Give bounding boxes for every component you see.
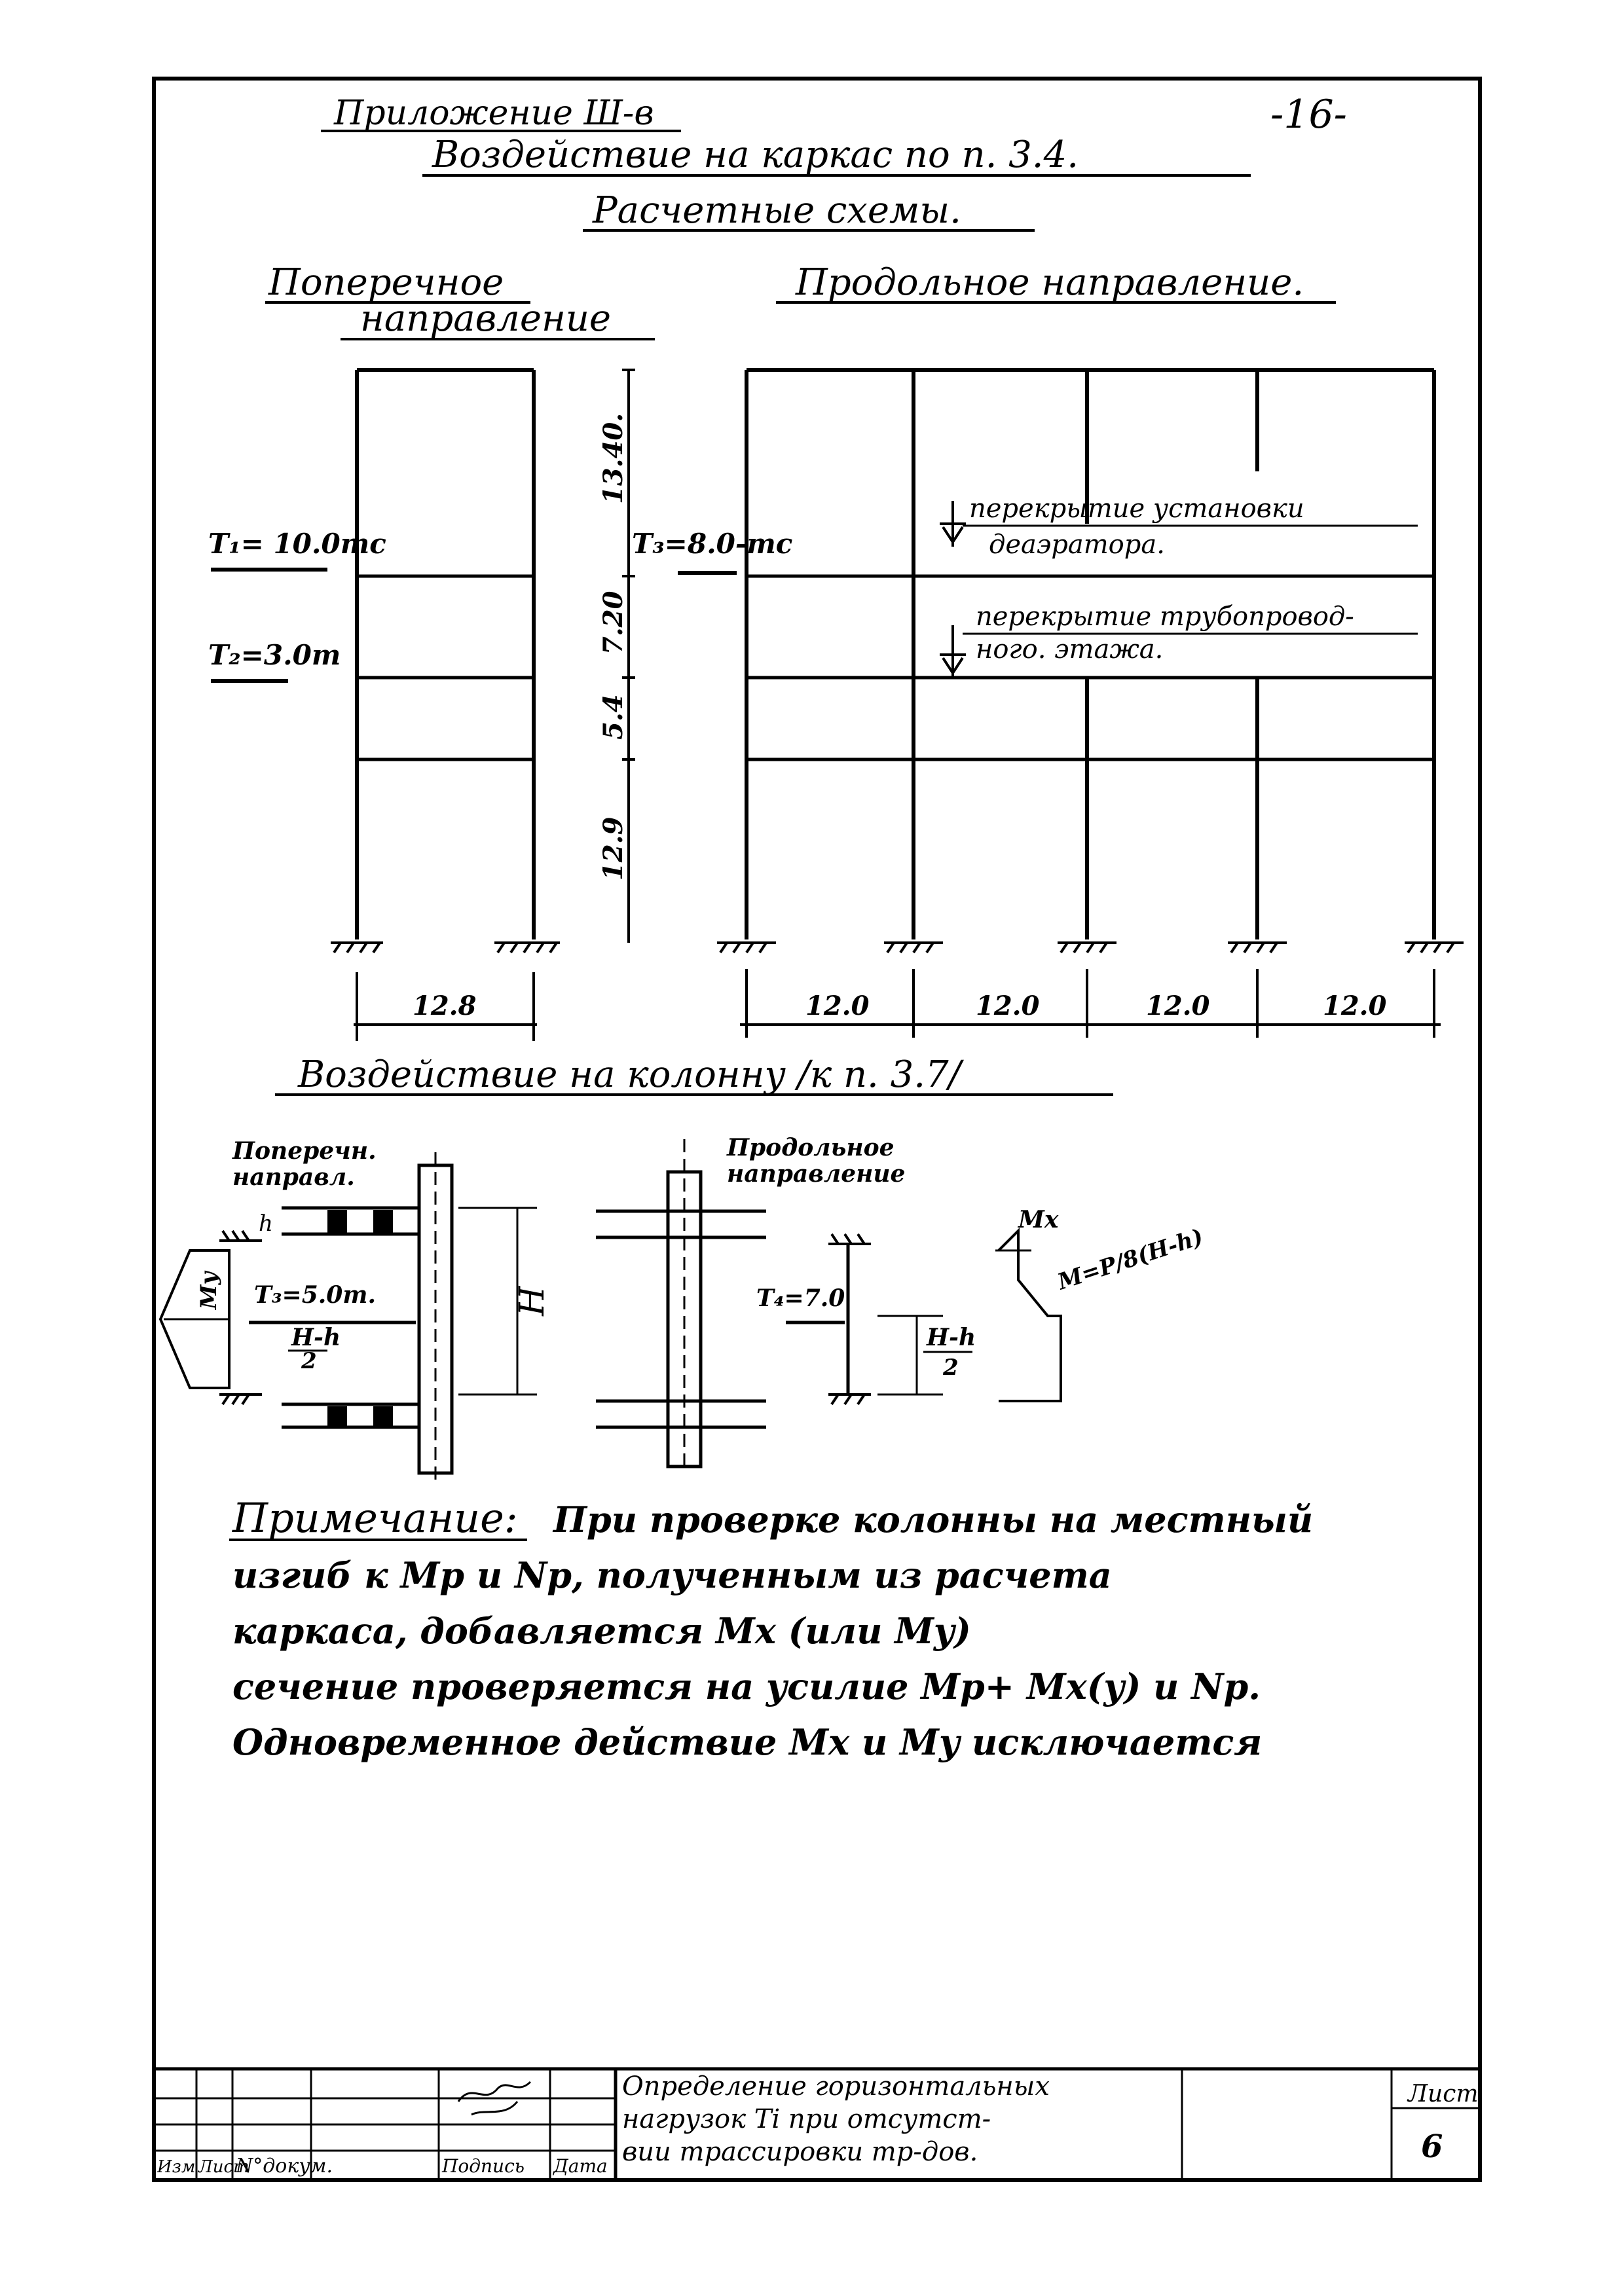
tb-col-izm: Изм [157,2157,195,2177]
longitudinal-frame: Продольное направление. [632,261,1464,1038]
note-block: Примечание: При проверке колонны на мест… [229,1494,1313,1763]
tb-col-list: Лист [197,2157,249,2177]
column-long-label-1: Продольное [726,1134,895,1161]
floor-note-2-line2: ного. этажа. [976,634,1163,665]
appendix-label: Приложение Ш-в [333,94,654,133]
longitudinal-heading: Продольное направление. [795,261,1304,304]
column-hh2-den: 2 [301,1348,317,1374]
column-heading: Воздействие на колонну /к п. 3.7/ [297,1053,965,1096]
header: Приложение Ш-в -16- Воздействие на карка… [321,92,1347,232]
column-hh2b-den: 2 [942,1355,959,1381]
support-left [331,941,383,954]
note-line-3: каркаса, добавляется Mx (или My) [232,1610,971,1652]
column-trans-label-2: направл. [232,1163,355,1191]
load-t2-label: T₂=3.0m [208,639,341,671]
tb-sheet-number: 6 [1421,2128,1443,2165]
tb-description-3: вии трассировки тр-дов. [622,2137,978,2167]
column-mx-formula: M=P/8(H-h) [1054,1224,1206,1296]
column-small-h: h [259,1211,273,1237]
signature [457,2081,532,2116]
height-dim-2: 7.20 [598,591,629,655]
floor-note-1-line1: перекрытие установки [969,494,1304,524]
transverse-heading-1: Поперечное [268,261,504,304]
column-my-label: My [196,1270,222,1310]
tb-col-date: Дата [552,2155,608,2177]
tb-col-sign: Подпись [441,2155,525,2177]
note-line-2: изгиб к Mp и Np, полученным из расчета [232,1554,1112,1596]
page-title: Воздействие на каркас по п. 3.4. [432,134,1079,176]
load-t1-label: T₁= 10.0mc [208,528,386,560]
floor-marker-2 [940,625,966,678]
column-t3-label: T₃=5.0m. [254,1281,376,1309]
column-long-label-2: направление [727,1160,905,1188]
column-hh2b-num: H-h [926,1324,976,1351]
column-t4-label: T₄=7.0 [756,1285,845,1312]
tb-description-2: нагрузок Ti при отсутст- [622,2104,991,2134]
load-t3-label: T₃=8.0-mc [632,528,792,560]
floor-note-1-line2: деаэратора. [989,530,1165,560]
column-mx-label: Mx [1017,1206,1059,1233]
note-title: Примечание: [232,1494,518,1542]
transverse-heading-2: направление [360,297,611,340]
note-line-5: Одновременное действие Mx и My исключает… [232,1721,1262,1763]
column-h-label: H [513,1285,552,1317]
column-hh2-num: H-h [291,1324,341,1351]
page-number: -16- [1270,92,1347,137]
tb-col-doc: N°докум. [235,2155,333,2178]
support-right [494,941,560,954]
column-trans-label-1: Поперечн. [232,1137,377,1165]
sheet-border [152,77,1482,2182]
span-dim-4: 12.0 [1323,991,1387,1021]
span-dim-3: 12.0 [1146,991,1210,1021]
span-dim-1: 12.0 [805,991,870,1021]
span-dim-transverse: 12.8 [413,991,476,1021]
floor-marker-1 [940,501,966,547]
note-line-1: При проверке колонны на местный [552,1499,1313,1540]
transverse-frame: Поперечное направление 13.40. 7 [208,261,655,1041]
title-block: Изм Лист N°докум. Подпись Дата Определен… [154,2067,1480,2180]
span-dim-2: 12.0 [976,991,1040,1021]
note-line-4: сечение проверяется на усилие Mp+ Mx(y) … [232,1666,1261,1707]
tb-sheet-label: Лист [1407,2081,1479,2107]
floor-note-2-line1: перекрытие трубопровод- [976,602,1354,632]
height-dim-3: 5.4 [598,694,629,740]
tb-description-1: Определение горизонтальных [622,2071,1050,2102]
page-subtitle: Расчетные схемы. [592,189,961,232]
height-dim-4: 12.9 [598,817,629,881]
column-section: Воздействие на колонну /к п. 3.7/ Попере… [158,1053,1206,1480]
height-dim-1: 13.40. [598,413,629,504]
